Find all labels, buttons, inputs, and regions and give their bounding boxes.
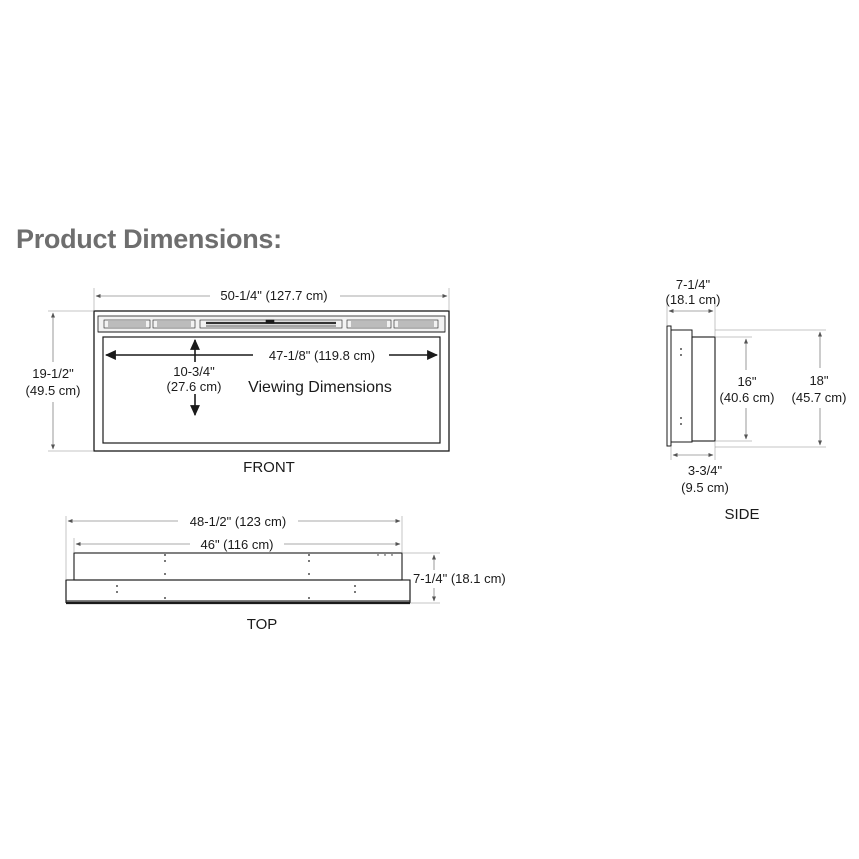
side-depth-cm: (18.1 cm) [666,292,721,307]
top-inner-width-label: 46" (116 cm) [200,537,273,552]
top-mount-holes [116,554,393,599]
front-overall-height-cm: (49.5 cm) [26,383,81,398]
front-viewing-window [102,336,441,444]
front-viewing-dimensions-label: Viewing Dimensions [248,379,392,396]
front-view-label: FRONT [243,459,295,476]
front-viewing-height-cm: (27.6 cm) [167,379,222,394]
side-mount-holes [680,348,682,425]
side-outer-height-in: 18" [809,373,828,388]
top-view: 48-1/2" (123 cm) 46" (116 cm) 7-1/4" (18… [65,514,506,633]
side-recess-cm: (9.5 cm) [681,480,729,495]
front-vent-grille [103,319,439,329]
side-depth-in: 7-1/4" [676,277,711,292]
front-outer-frame [93,310,450,452]
top-view-label: TOP [247,616,278,633]
front-overall-height-in: 19-1/2" [32,366,74,381]
front-viewing-width-label: 47-1/8" (119.8 cm) [269,348,375,363]
side-body [670,329,693,443]
side-recess-in: 3-3/4" [688,463,723,478]
side-inner-height-in: 16" [737,374,756,389]
page-title: Product Dimensions: [16,224,282,254]
side-trim-plate [666,325,672,447]
front-overall-width-label: 50-1/4" (127.7 cm) [220,288,327,303]
side-view-label: SIDE [724,506,759,523]
top-outer-width-label: 48-1/2" (123 cm) [190,514,286,529]
top-inner-box [73,552,403,581]
side-view: 7-1/4" (18.1 cm) 16" (40.6 cm) 18" (45.7… [666,277,847,523]
top-depth-label: 7-1/4" (18.1 cm) [413,571,506,586]
front-view: 50-1/4" (127.7 cm) 19-1/2" (49.5 cm) 47-… [26,288,450,476]
side-recess-box [691,336,716,442]
side-outer-height-cm: (45.7 cm) [792,390,847,405]
side-inner-height-cm: (40.6 cm) [720,390,775,405]
top-front-trim [65,579,411,602]
front-viewing-height-in: 10-3/4" [173,364,215,379]
